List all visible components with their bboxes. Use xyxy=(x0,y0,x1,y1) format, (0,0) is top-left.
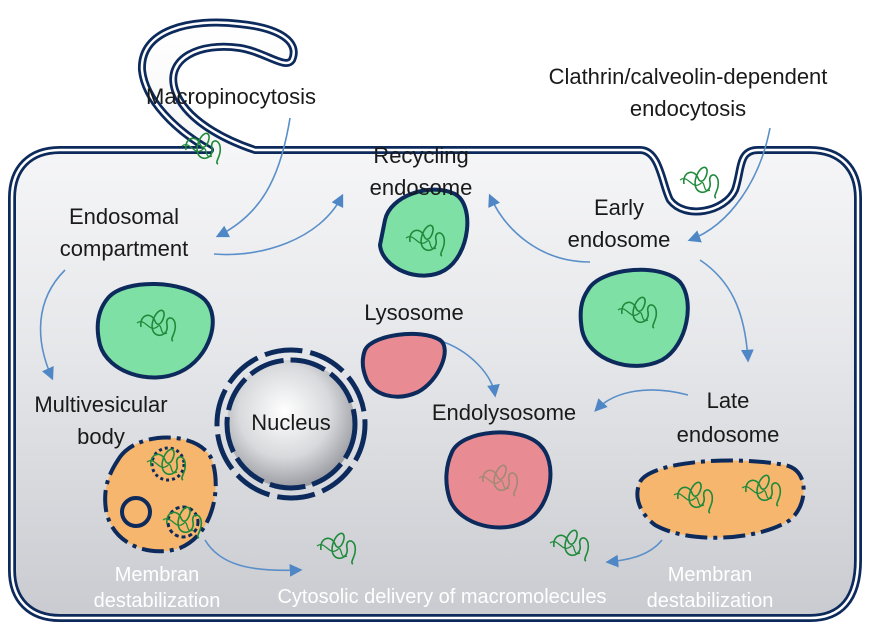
recycling-endosome xyxy=(377,187,470,278)
cell-membrane xyxy=(8,18,862,622)
label-membran-left-line1: Membran xyxy=(114,564,200,586)
multivesicular-body xyxy=(103,435,218,554)
lysosome xyxy=(360,332,447,399)
endosomal-vesicle xyxy=(95,281,215,380)
label-clathrin-line1: Clathrin/calveolin-dependent xyxy=(548,64,828,89)
label-early-line2: endosome xyxy=(567,227,671,252)
label-endosomal-line1: Endosomal xyxy=(68,204,180,229)
label-mvb-line2: body xyxy=(77,424,125,449)
label-endosomal-line2: compartment xyxy=(59,236,189,261)
label-membran-right-line1: Membran xyxy=(667,564,753,586)
label-early-line1: Early xyxy=(593,195,645,220)
label-clathrin-line2: endocytosis xyxy=(629,96,747,121)
label-mvb-line1: Multivesicular xyxy=(34,392,168,417)
label-lysosome: Lysosome xyxy=(364,300,464,325)
label-cytosolic-delivery: Cytosolic delivery of macromolecules xyxy=(277,586,607,608)
late-endosome xyxy=(635,458,806,540)
label-membran-left-line2: destabilization xyxy=(93,590,221,612)
label-membran-right-line2: destabilization xyxy=(646,590,774,612)
label-recycling-line1: Recycling xyxy=(373,143,469,168)
label-late-line2: endosome xyxy=(676,422,780,447)
cargo-icon xyxy=(679,166,720,199)
label-macropinocytosis: Macropinocytosis xyxy=(146,84,316,109)
early-endosome xyxy=(578,267,690,368)
label-nucleus: Nucleus xyxy=(251,410,331,435)
pathway-arrows xyxy=(39,117,771,577)
nucleus xyxy=(214,347,368,501)
label-recycling-line2: endosome xyxy=(369,175,473,200)
label-endolysosome: Endolysosome xyxy=(431,400,577,425)
label-late-line1: Late xyxy=(706,388,750,413)
endolysosome xyxy=(444,430,553,530)
